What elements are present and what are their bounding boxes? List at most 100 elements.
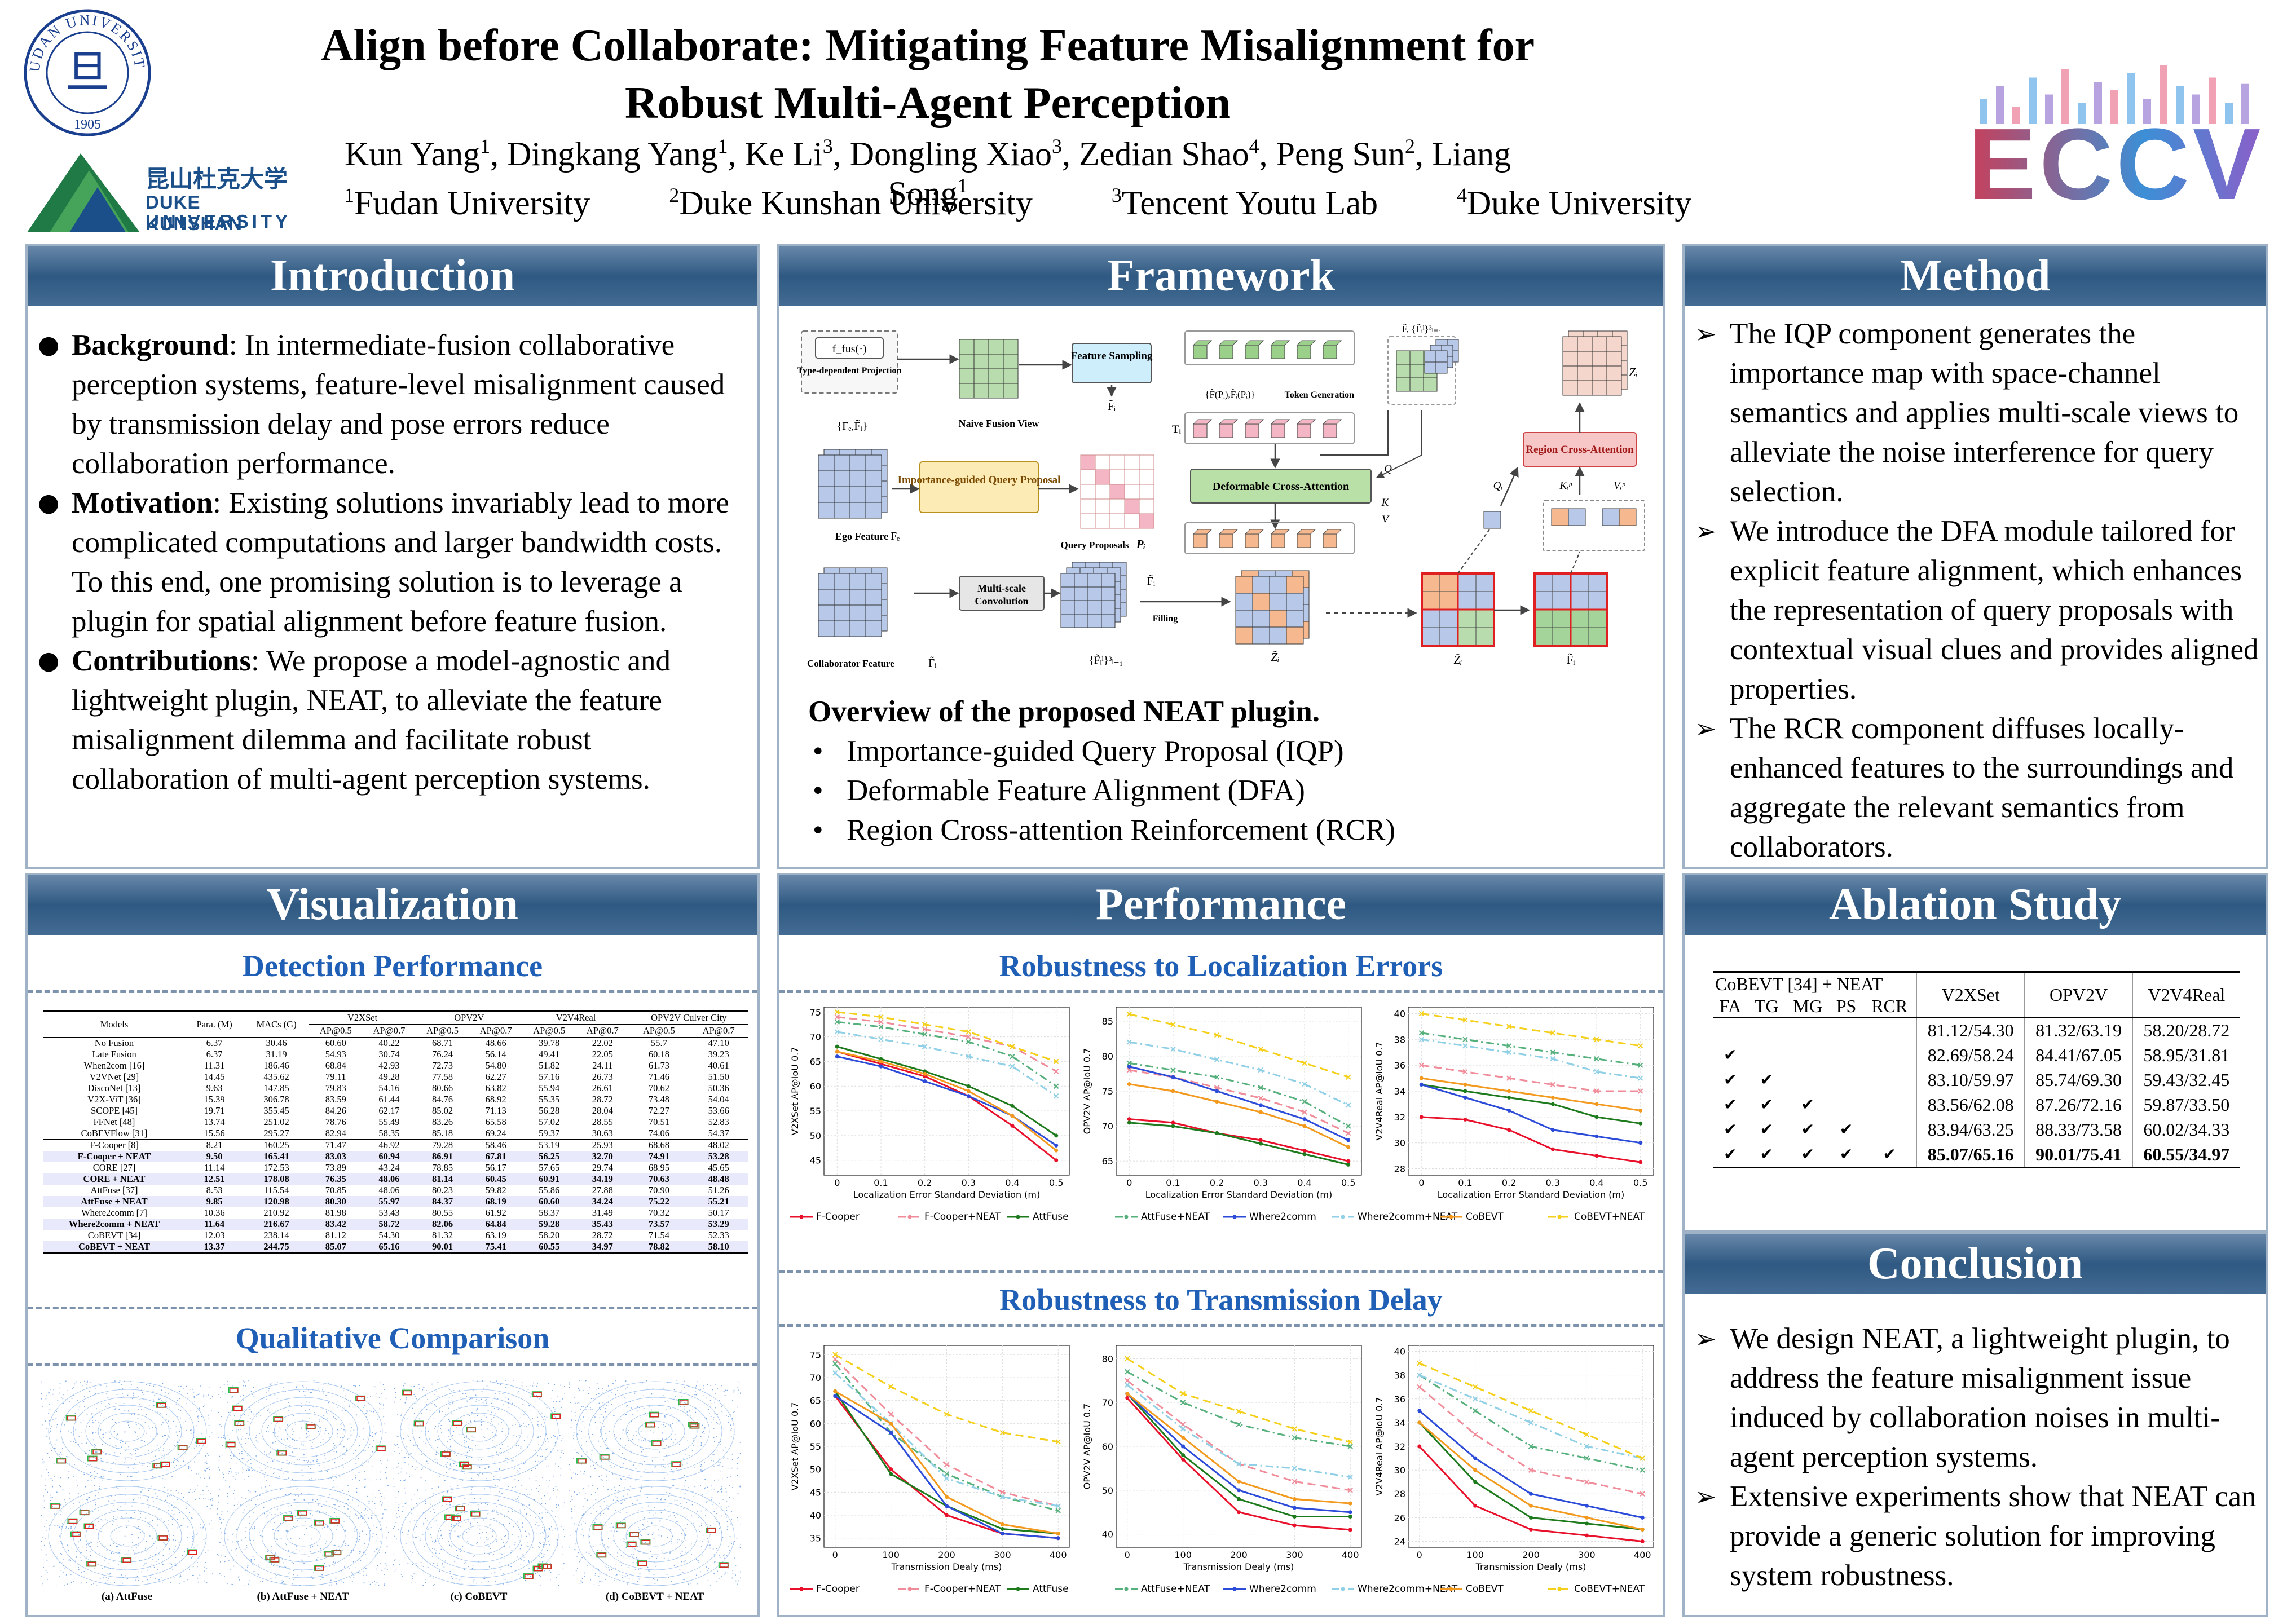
diagram-label: Qᵢ — [1493, 480, 1503, 492]
x-tick-label: 0 — [834, 1177, 840, 1188]
data-point — [1053, 1093, 1059, 1099]
y-tick-label: 35 — [810, 1533, 821, 1544]
table-cell: Where2comm [7] — [81, 1207, 147, 1218]
table-cell: 53.19 — [539, 1140, 560, 1150]
affiliation-index: 2 — [669, 184, 680, 206]
table-cell: Late Fusion — [92, 1049, 136, 1060]
table-cell: 48.48 — [708, 1173, 729, 1184]
data-point — [1462, 1036, 1468, 1043]
table-cell: 53.28 — [708, 1151, 729, 1162]
table-cell: 81.32 — [431, 1230, 453, 1241]
y-tick-label: 70 — [1102, 1121, 1113, 1132]
table-cell: 51.26 — [708, 1185, 729, 1195]
y-tick-label: 55 — [810, 1441, 821, 1452]
legend-swatch — [1007, 1587, 1029, 1591]
check-cell: ✔ — [1786, 1142, 1830, 1168]
data-point — [944, 1462, 950, 1468]
data-point — [1348, 1501, 1352, 1506]
data-point — [1236, 1422, 1242, 1427]
diagram-label: {Fₑ,F̃ᵢ} — [837, 419, 868, 433]
y-tick-label: 34 — [1394, 1418, 1405, 1428]
table-header: V2V4Real — [2148, 984, 2226, 1005]
qualitative-image — [41, 1485, 213, 1586]
table-cell: 81.12 — [325, 1230, 346, 1241]
table-cell: 68.92 — [485, 1094, 506, 1105]
data-point — [944, 1471, 950, 1477]
divider — [28, 1307, 757, 1309]
author-affil-index: 3 — [1052, 135, 1063, 157]
x-tick-label: 300 — [1286, 1550, 1303, 1560]
check-cell — [1786, 1067, 1830, 1092]
data-point — [1010, 1063, 1015, 1069]
check-cell: ✔ — [1748, 1092, 1786, 1117]
table-cell: 75.41 — [485, 1241, 506, 1252]
bullet-dot-icon: • — [813, 735, 823, 767]
data-point — [966, 1053, 972, 1060]
table-cell: AttFuse [37] — [90, 1185, 138, 1195]
check-cell: ✔ — [1713, 1067, 1748, 1092]
data-point — [1292, 1497, 1297, 1501]
table-cell: 79.28 — [431, 1140, 453, 1150]
framework-bullet: •Deformable Feature Alignment (DFA) — [808, 771, 1654, 810]
table-cell: 58.95/31.81 — [2143, 1045, 2230, 1065]
check-cell — [1862, 1117, 1918, 1142]
data-point — [878, 1024, 884, 1030]
data-point — [879, 1059, 883, 1063]
table-cell: 31.49 — [592, 1207, 613, 1218]
legend-swatch — [898, 1587, 921, 1591]
series-line — [837, 1031, 1057, 1097]
legend-swatch — [1115, 1587, 1138, 1591]
legend-item: Where2comm+NEAT — [1330, 1583, 1457, 1595]
y-tick-label: 75 — [1102, 1086, 1113, 1097]
introduction-body: ●Background: In intermediate-fusion coll… — [33, 325, 755, 799]
series-line — [1421, 1032, 1641, 1066]
x-tick-label: 0.5 — [1341, 1177, 1355, 1188]
table-cell: V2X-ViT [36] — [87, 1094, 141, 1105]
y-axis-label: V2XSet AP@IoU 0.7 — [790, 1402, 800, 1491]
data-point — [1507, 1108, 1511, 1113]
data-point — [1550, 1049, 1556, 1055]
table-cell: 62.17 — [378, 1105, 400, 1116]
introduction-panel: Introduction ●Background: In intermediat… — [25, 244, 760, 869]
data-point — [1055, 1503, 1061, 1509]
framework-bullet: •Region Cross-attention Reinforcement (R… — [808, 810, 1654, 850]
diagram-label: F̃, {F̃ᵢˡ}³ₗ₌₁ — [1402, 324, 1442, 334]
data-point — [1180, 1400, 1186, 1405]
list-item: ➢We design NEAT, a lightweight plugin, t… — [1691, 1319, 2261, 1477]
data-point — [1302, 1060, 1307, 1066]
divider — [28, 1363, 757, 1366]
series-line — [1129, 1118, 1349, 1162]
table-header: CoBEVT [34] + NEAT — [1713, 972, 1918, 996]
table-cell: 172.53 — [263, 1162, 289, 1173]
intro-item-text: : In intermediate-fusion collaborative p… — [72, 329, 725, 480]
diagram-label: f_fus(·) — [832, 343, 866, 355]
table-cell: 9.63 — [206, 1083, 223, 1093]
table-cell: 82.69/58.24 — [1916, 1043, 2025, 1067]
legend-label: CoBEVT — [1466, 1211, 1504, 1223]
check-cell: ✔ — [1786, 1117, 1830, 1142]
affiliation-index: 4 — [1456, 184, 1467, 206]
table-subheader: PS — [1836, 996, 1857, 1016]
data-point — [1473, 1503, 1478, 1508]
table-cell: 50.36 — [708, 1083, 729, 1093]
table-subheader: AP@0.5 — [426, 1025, 459, 1036]
data-point — [1528, 1420, 1534, 1426]
data-point — [1127, 1117, 1131, 1122]
table-cell: 19.71 — [204, 1105, 225, 1116]
data-point — [945, 1504, 949, 1508]
y-axis-label: V2V4Real AP@IoU 0.7 — [1374, 1042, 1385, 1140]
data-point — [1302, 1109, 1307, 1115]
table-cell: 28.72 — [592, 1094, 613, 1105]
table-cell: 13.37 — [204, 1241, 225, 1252]
data-point — [1010, 1044, 1015, 1049]
data-point — [1507, 1095, 1511, 1100]
data-point — [834, 1009, 840, 1015]
table-cell: 6.37 — [206, 1038, 223, 1048]
table-cell: 11.64 — [204, 1219, 225, 1229]
y-tick-label: 36 — [1394, 1060, 1405, 1071]
